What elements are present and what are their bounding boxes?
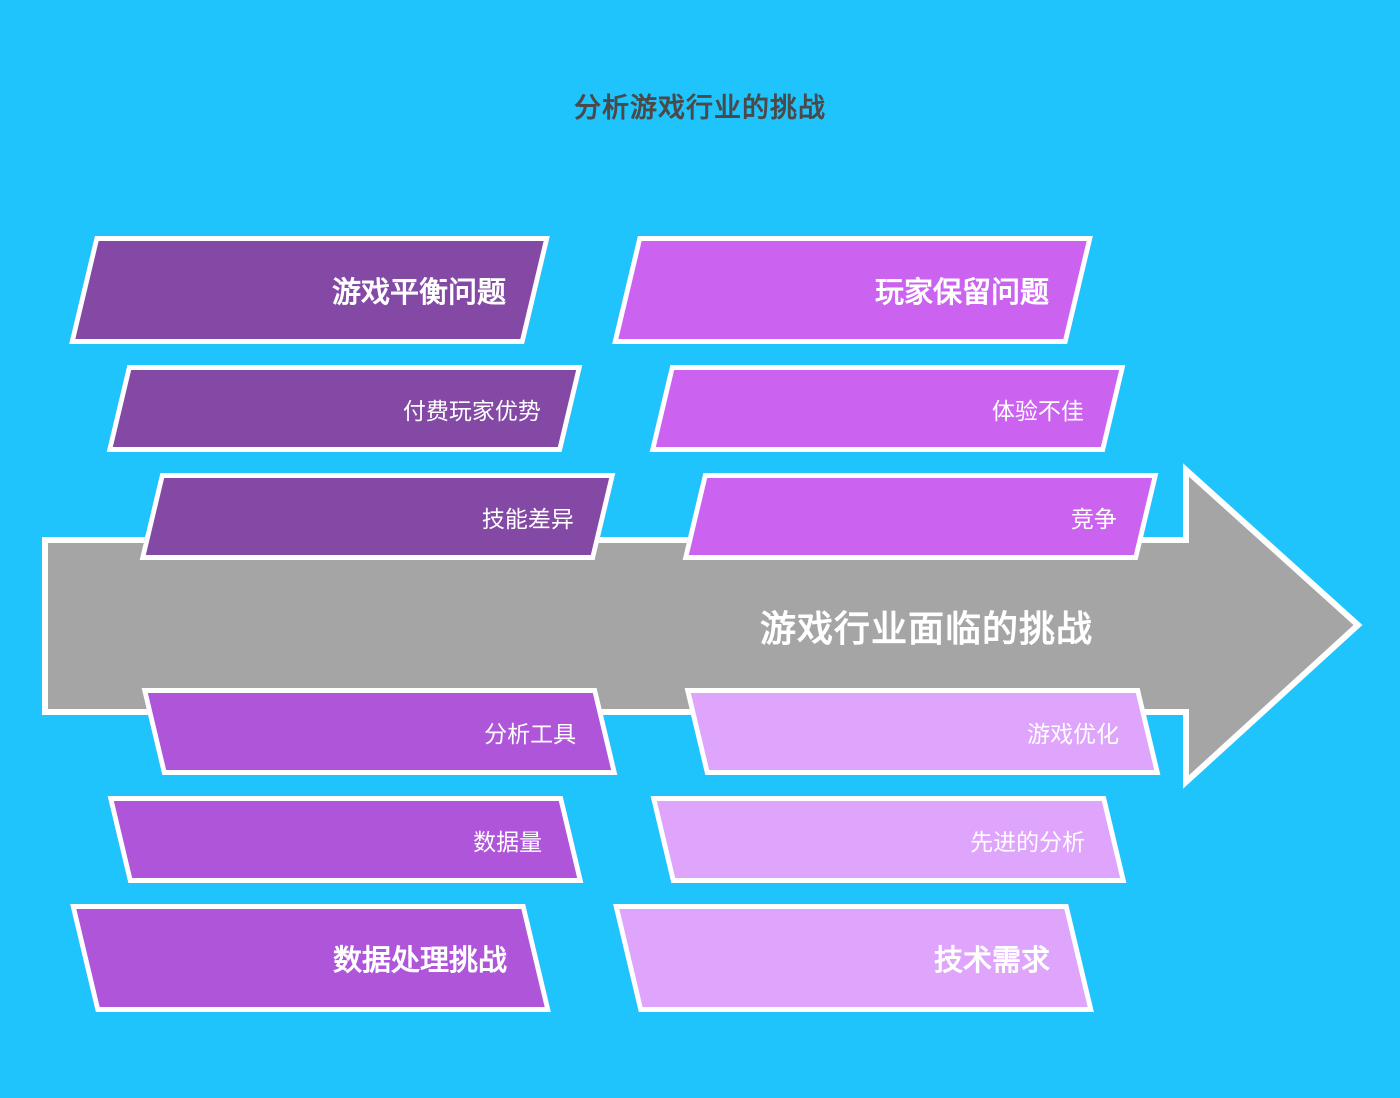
branch-item-label: 付费玩家优势 (403, 397, 541, 424)
branch-item-player-retention-1[interactable]: 体验不佳 (649, 365, 1126, 452)
branch-item-data-processing-1[interactable]: 数据量 (107, 796, 584, 883)
branch-item-technology-needs-1[interactable]: 先进的分析 (650, 796, 1127, 883)
branch-item-technology-needs-0[interactable]: 游戏优化 (684, 688, 1161, 775)
branch-item-label: 分析工具 (484, 720, 576, 747)
branch-item-technology-needs-2[interactable]: 技术需求 (613, 904, 1094, 1012)
branch-item-data-processing-2[interactable]: 数据处理挑战 (70, 904, 551, 1012)
branch-item-label: 先进的分析 (970, 828, 1085, 855)
branch-item-label: 技能差异 (482, 505, 574, 532)
branch-item-game-balance-0[interactable]: 游戏平衡问题 (69, 236, 550, 344)
branch-item-label: 游戏优化 (1027, 720, 1119, 747)
branch-item-label: 游戏平衡问题 (331, 277, 506, 309)
branch-item-game-balance-2[interactable]: 技能差异 (139, 473, 616, 560)
branch-item-label: 技术需求 (933, 945, 1050, 977)
branch-item-data-processing-0[interactable]: 分析工具 (141, 688, 618, 775)
branch-item-label: 数据处理挑战 (332, 945, 507, 977)
page-title: 分析游戏行业的挑战 (574, 93, 826, 123)
branch-item-label: 玩家保留问题 (874, 277, 1049, 309)
branch-item-game-balance-1[interactable]: 付费玩家优势 (106, 365, 583, 452)
arrow-label: 游戏行业面临的挑战 (760, 608, 1094, 649)
branch-item-player-retention-2[interactable]: 竞争 (682, 473, 1159, 560)
branch-item-player-retention-0[interactable]: 玩家保留问题 (612, 236, 1093, 344)
branch-item-label: 竞争 (1071, 505, 1117, 532)
branch-item-label: 数据量 (473, 828, 542, 855)
branch-item-label: 体验不佳 (992, 397, 1084, 424)
